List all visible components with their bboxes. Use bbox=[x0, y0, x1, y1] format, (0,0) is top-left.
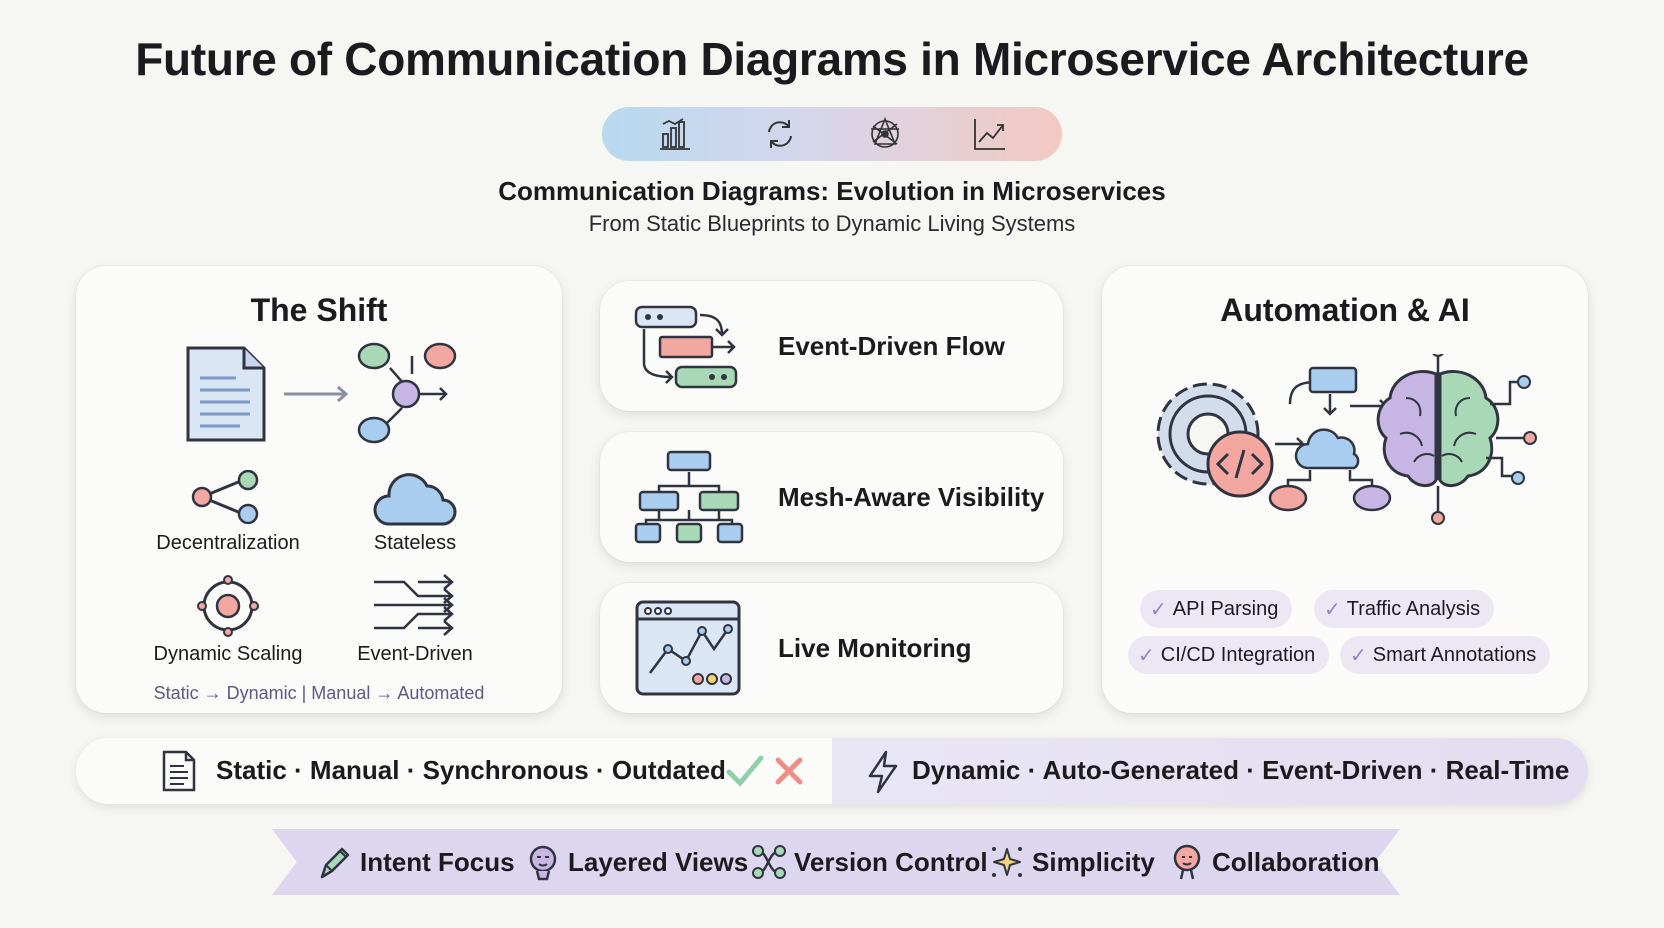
check-icon bbox=[726, 755, 764, 787]
shift-label-decentralization: Decentralization bbox=[156, 532, 300, 554]
sparkle-icon bbox=[992, 847, 1022, 877]
shift-footer: Static → Dynamic | Manual → Automated bbox=[153, 683, 485, 703]
event-driven-flow-label: Event-Driven Flow bbox=[778, 331, 1005, 361]
comparison-old: Static · Manual · Synchronous · Outdated bbox=[76, 738, 832, 804]
section-tagline: From Static Blueprints to Dynamic Living… bbox=[588, 211, 1076, 236]
tag-ci-cd-integration: ✓CI/CD Integration bbox=[1128, 636, 1330, 674]
branch-icon bbox=[752, 845, 786, 879]
tag-smart-annotations: ✓Smart Annotations bbox=[1340, 636, 1551, 674]
live-monitoring-label: Live Monitoring bbox=[778, 633, 972, 663]
tag-api-parsing: ✓API Parsing bbox=[1140, 590, 1293, 628]
brain-icon bbox=[1376, 370, 1500, 487]
shift-label-dynamic-scaling: Dynamic Scaling bbox=[153, 643, 303, 665]
automation-ai-illustration bbox=[1156, 354, 1537, 525]
icon-strip bbox=[602, 107, 1062, 161]
pen-icon bbox=[320, 847, 350, 879]
mesh-aware-visibility-card[interactable]: Mesh-Aware Visibility bbox=[600, 432, 1063, 562]
principle-layered-views: Layered Views bbox=[524, 841, 748, 883]
comparison-new: Dynamic · Auto-Generated · Event-Driven … bbox=[832, 738, 1588, 804]
check-icon: ✓ bbox=[1324, 598, 1341, 621]
target-icon bbox=[197, 575, 259, 637]
principle-simplicity: Simplicity bbox=[988, 841, 1155, 883]
event-flow-icon bbox=[634, 305, 738, 389]
live-monitoring-card[interactable]: Live Monitoring bbox=[600, 583, 1063, 713]
comparison-bar: Static · Manual · Synchronous · Outdated… bbox=[76, 738, 1588, 804]
service-nodes-icon bbox=[357, 342, 457, 444]
share-nodes-icon bbox=[191, 470, 259, 524]
automation-card: Automation & AI bbox=[1102, 266, 1588, 713]
tag-traffic-analysis: ✓Traffic Analysis bbox=[1314, 590, 1495, 628]
mesh-aware-visibility-label: Mesh-Aware Visibility bbox=[778, 482, 1045, 512]
hierarchy-icon bbox=[634, 450, 744, 544]
check-icon: ✓ bbox=[1350, 644, 1367, 667]
bar-chart-icon bbox=[659, 118, 690, 150]
principle-version-control: Version Control bbox=[750, 841, 988, 883]
arrows-merge-icon bbox=[374, 574, 454, 636]
monitor-chart-icon bbox=[635, 600, 741, 696]
code-icon bbox=[1206, 430, 1274, 498]
shift-label-stateless: Stateless bbox=[373, 532, 457, 554]
section-subtitle: Communication Diagrams: Evolution in Mic… bbox=[498, 176, 1166, 206]
page-title: Future of Communication Diagrams in Micr… bbox=[135, 33, 1529, 85]
check-icon: ✓ bbox=[1150, 598, 1167, 621]
principles-ribbon bbox=[272, 829, 1400, 895]
cross-icon bbox=[775, 757, 803, 785]
network-mesh-icon bbox=[870, 116, 899, 148]
shift-card: The Shift Decentralization Stateless Dyn… bbox=[76, 266, 562, 713]
shift-label-event-driven: Event-Driven bbox=[357, 643, 473, 665]
event-driven-flow-card[interactable]: Event-Driven Flow bbox=[600, 281, 1063, 411]
document-icon bbox=[162, 750, 196, 792]
arrow-right-icon bbox=[284, 385, 349, 403]
cloud-icon bbox=[373, 473, 457, 526]
head-icon bbox=[529, 845, 557, 881]
trend-chart-icon bbox=[973, 119, 1005, 150]
comparison-new-text: Dynamic · Auto-Generated · Event-Driven … bbox=[912, 755, 1570, 785]
comparison-old-text: Static · Manual · Synchronous · Outdated bbox=[216, 755, 726, 785]
lightning-icon bbox=[868, 750, 898, 794]
people-icon bbox=[1173, 844, 1201, 880]
refresh-icon bbox=[767, 120, 792, 148]
document-icon bbox=[186, 346, 266, 442]
principle-collaboration: Collaboration bbox=[1168, 841, 1380, 883]
principle-intent-focus: Intent Focus bbox=[316, 841, 515, 883]
automation-card-title: Automation & AI bbox=[1220, 292, 1470, 328]
shift-card-title: The Shift bbox=[250, 292, 388, 328]
check-icon: ✓ bbox=[1138, 644, 1155, 667]
